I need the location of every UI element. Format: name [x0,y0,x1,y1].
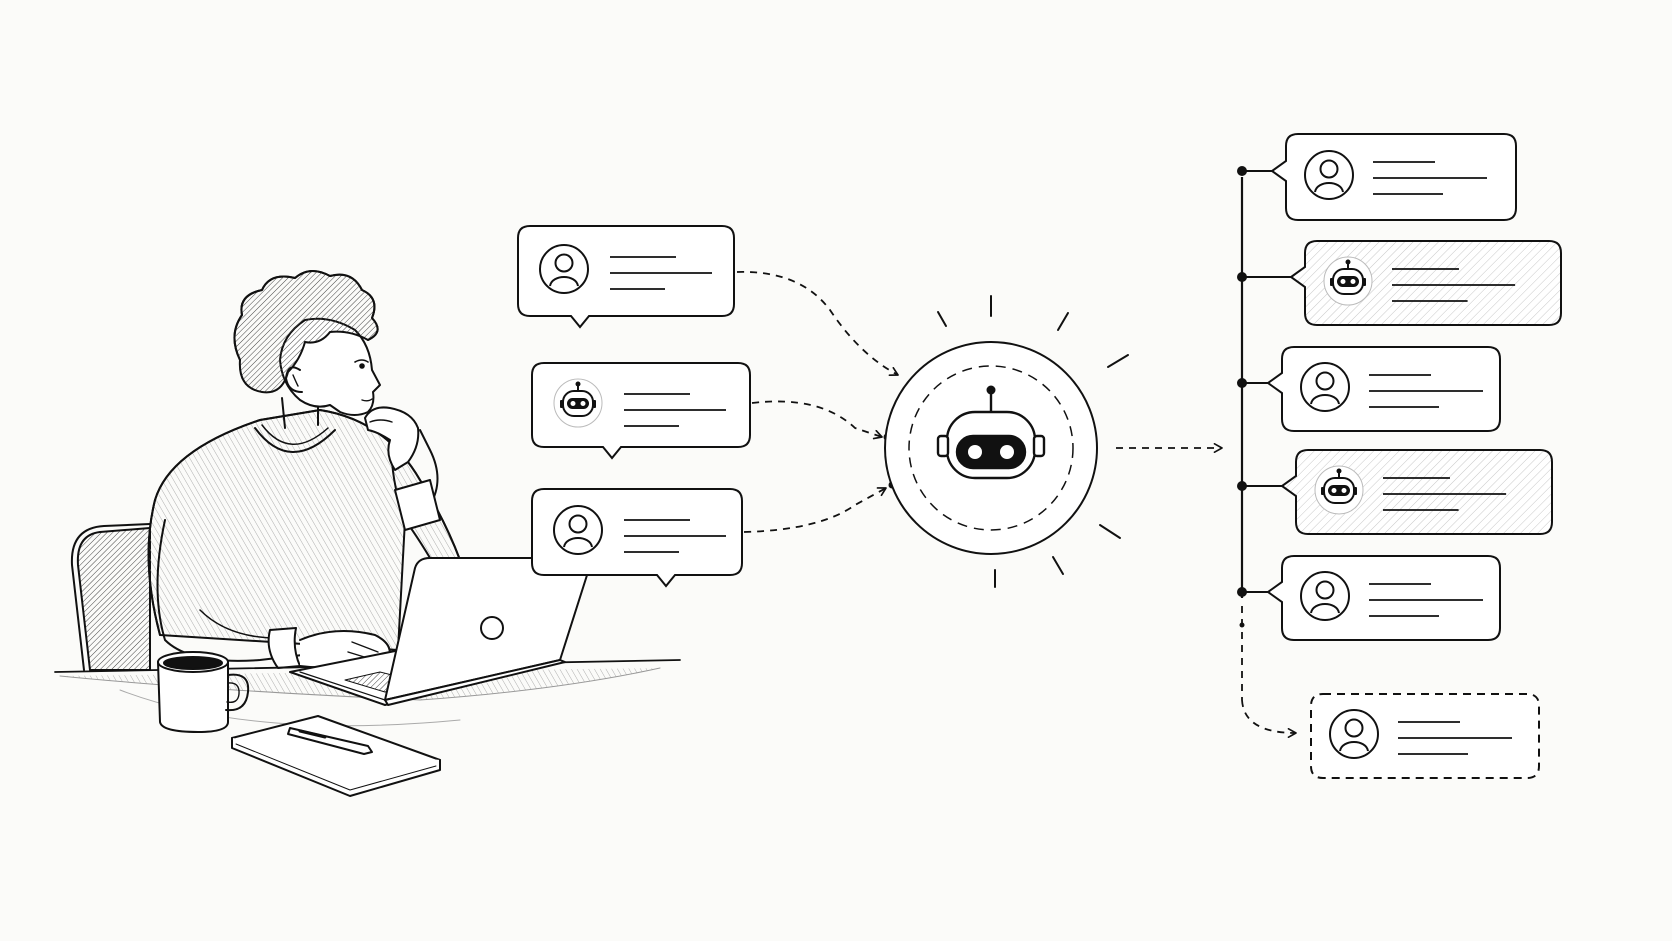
user-icon [1304,150,1354,200]
coffee-mug-icon [157,651,250,733]
robot-icon [936,385,1046,480]
timeline-dot [1237,481,1247,491]
output-message-assistant [1237,449,1553,535]
timeline-dot [1237,587,1247,597]
pen-icon [287,727,373,755]
user-icon [1329,709,1379,759]
person-at-laptop-sketch [54,270,681,797]
robot-icon [1323,256,1373,306]
user-icon [539,244,589,294]
output-message-assistant [1237,240,1562,326]
output-timeline [1239,177,1297,738]
input-message-user [517,225,735,329]
robot-icon [1314,465,1364,515]
output-messages [1237,133,1562,779]
timeline-dot [1237,166,1247,176]
user-icon [1300,362,1350,412]
user-icon [1300,571,1350,621]
input-message-user [531,488,743,588]
input-arrows [736,271,899,533]
output-message-user [1237,555,1501,641]
notebook-icon [231,715,441,797]
robot-icon [553,378,603,428]
user-icon [553,505,603,555]
timeline-dot [1237,272,1247,282]
assistant-processor [884,295,1129,588]
output-message-user [1310,693,1540,779]
output-message-user [1237,133,1517,221]
timeline-dot [1237,378,1247,388]
output-message-user [1237,346,1501,432]
input-message-assistant [531,362,751,460]
laptop-icon [289,557,590,706]
input-messages [517,225,751,588]
chair-icon [70,523,151,671]
